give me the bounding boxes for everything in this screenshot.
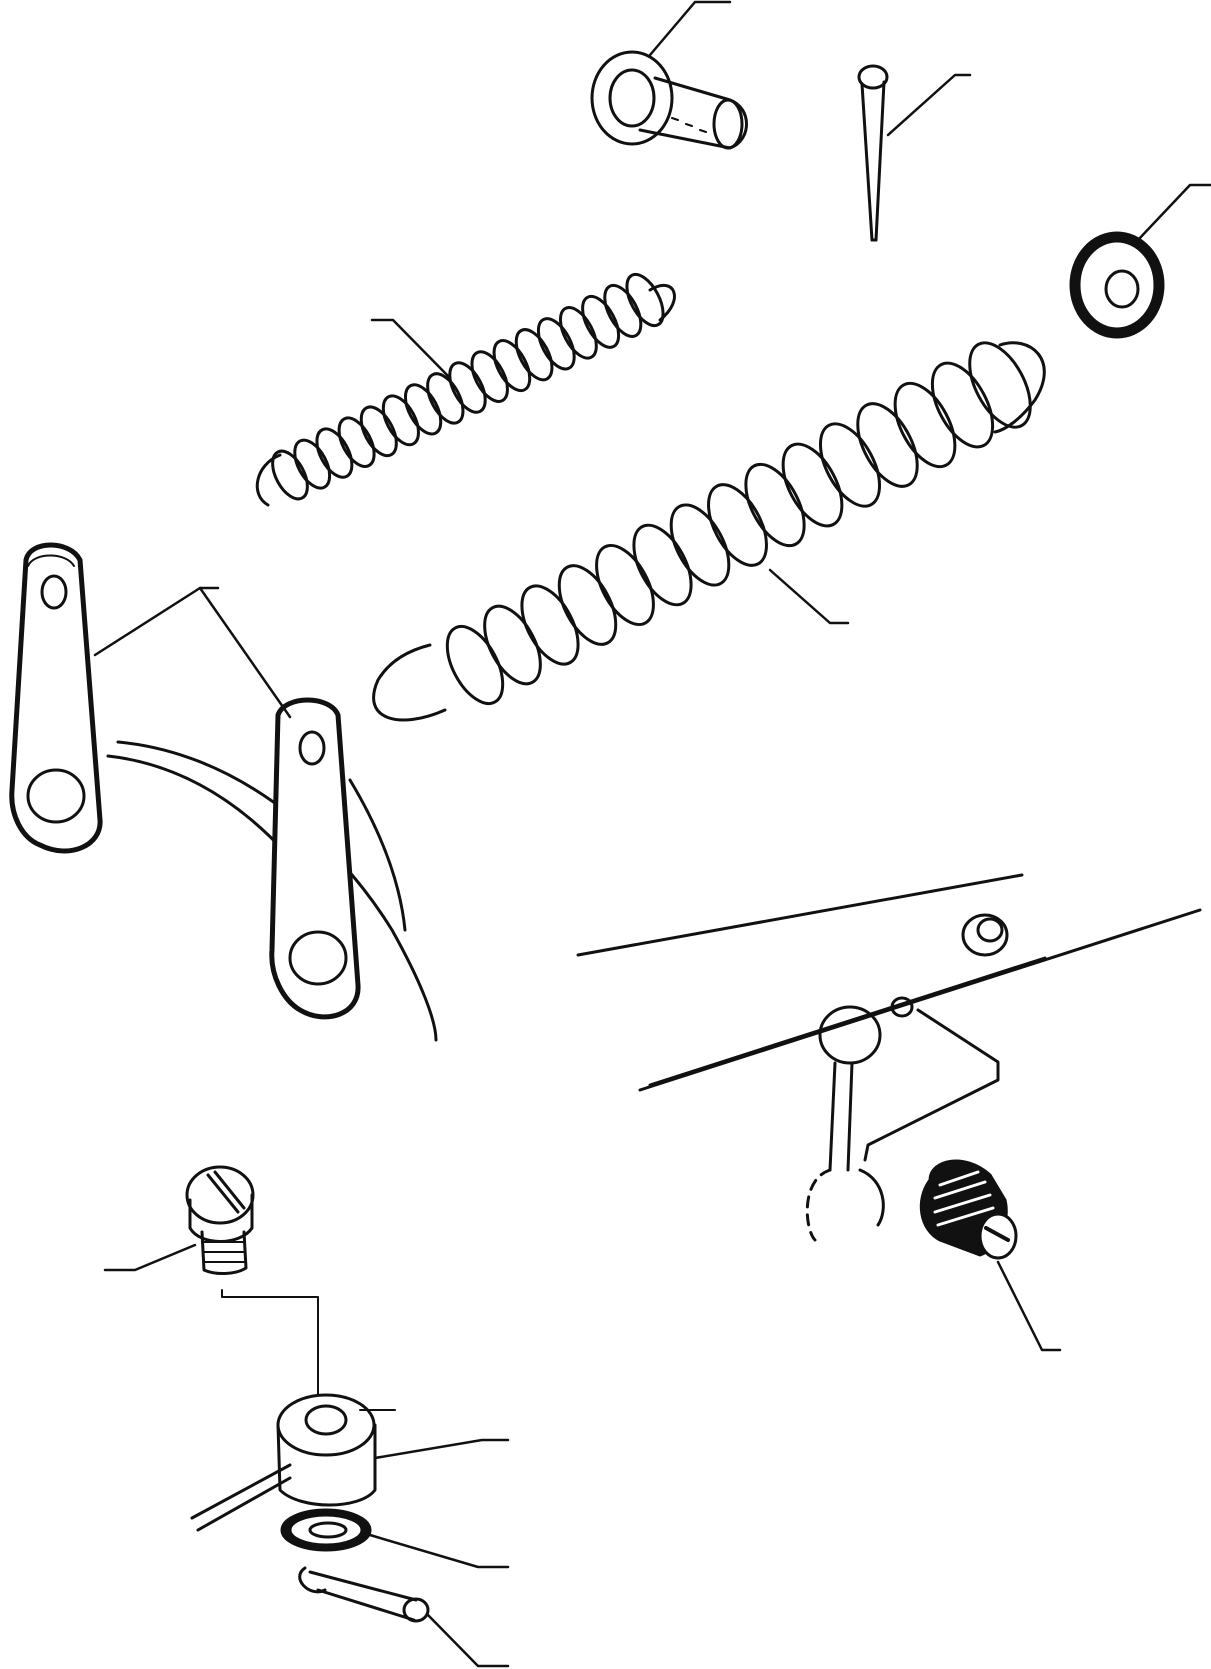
spring-coil — [293, 438, 332, 490]
washer-icon — [280, 1508, 372, 1552]
link-plate-icon — [9, 542, 361, 1020]
set-screw-icon — [919, 1159, 1018, 1260]
spring-coil — [359, 405, 398, 458]
spring-end — [648, 283, 676, 322]
spring-coil — [603, 283, 643, 338]
spring-coil — [536, 317, 576, 371]
spring-coil — [856, 402, 919, 488]
spring-coil — [893, 381, 957, 469]
spring-coil — [337, 416, 376, 468]
spring-coil — [581, 294, 621, 349]
spring-coil — [514, 328, 554, 382]
slotted-screw-icon — [185, 1165, 255, 1275]
spring-coil — [625, 272, 665, 328]
background-frame-lines — [576, 873, 1202, 1242]
spring-coil — [930, 361, 995, 449]
spring-coil — [669, 503, 731, 587]
spring-coil — [315, 427, 354, 479]
coil-spring-icon — [255, 272, 676, 507]
spring-end — [255, 453, 282, 507]
spring-coil — [595, 543, 655, 627]
spring-coil — [781, 442, 844, 528]
spring-coil — [271, 449, 309, 501]
coil-spring-icon — [372, 341, 1046, 722]
spring-coil — [968, 341, 1032, 429]
collar-icon — [190, 1393, 396, 1532]
spring-coil — [744, 462, 806, 548]
spring-coil — [445, 625, 505, 705]
spring-coil — [403, 383, 443, 436]
assembly-guide-line — [221, 1289, 319, 1401]
spring-coil — [381, 394, 420, 447]
spring-coil — [557, 564, 618, 646]
spring-coil — [520, 584, 580, 666]
spring-coil — [426, 372, 465, 425]
spring-end — [372, 643, 447, 722]
spring-coil — [492, 339, 532, 393]
spring-coil — [483, 604, 542, 686]
spring-end — [993, 341, 1046, 434]
cotter-pin-icon — [857, 64, 889, 242]
spring-coil — [632, 523, 693, 607]
callout-leader-lines — [93, 0, 1211, 1668]
spring-coil — [558, 306, 598, 360]
spring-coil — [448, 361, 487, 414]
spring-coil — [470, 350, 509, 403]
spring-coil — [707, 483, 768, 567]
spring-coil — [818, 422, 882, 508]
cotter-pin-icon — [298, 1566, 430, 1623]
washer-icon — [1069, 231, 1165, 339]
clevis-pin-icon — [590, 50, 748, 150]
